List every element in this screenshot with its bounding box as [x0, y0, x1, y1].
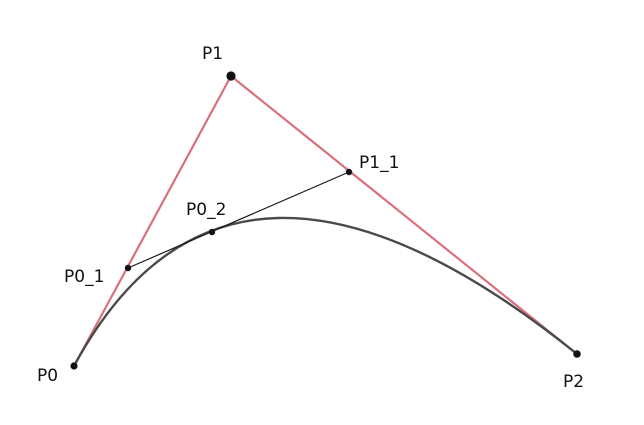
label-p2: P2	[563, 372, 584, 392]
label-p0: P0	[37, 366, 58, 386]
label-p1_1: P1_1	[359, 153, 399, 173]
point-p0_2	[208, 228, 216, 236]
point-p0_1	[124, 264, 132, 272]
point-p0	[70, 362, 78, 370]
label-p0_2: P0_2	[186, 200, 226, 220]
point-p1	[226, 71, 236, 81]
construction-line-p0_1-p1_1	[127, 171, 350, 269]
label-p1: P1	[202, 44, 223, 64]
point-p1_1	[345, 168, 353, 176]
bezier-curve	[72, 216, 579, 368]
control-segment-p1-p2	[229, 74, 579, 356]
control-segment-p0-p1	[72, 74, 233, 368]
point-p2	[573, 350, 581, 358]
label-p0_1: P0_1	[64, 267, 104, 287]
